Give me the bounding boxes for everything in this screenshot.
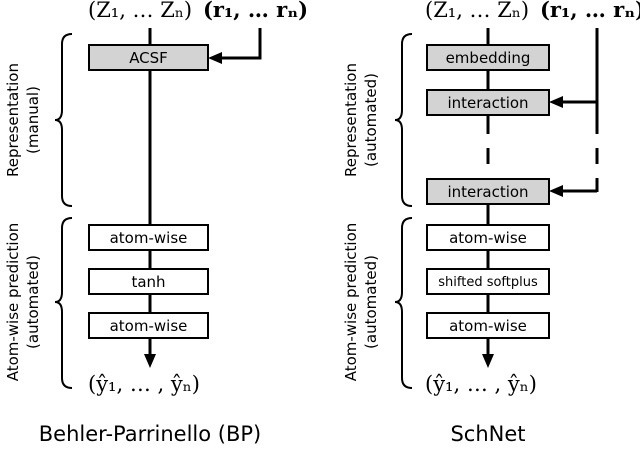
- bp-representation-brace: [54, 33, 73, 207]
- bp-tanh-box: [88, 268, 209, 295]
- bp-output: (ŷ₁, … , ŷₙ): [88, 372, 200, 396]
- schnet-input-z: (Z₁, … Zₙ): [425, 0, 529, 22]
- bp-input-r: (r₁, … rₙ): [203, 0, 308, 22]
- schnet-prediction-mode: (automated): [362, 255, 380, 349]
- schnet-softplus-box: [426, 268, 550, 295]
- schnet-embedding-box: [426, 44, 550, 71]
- bp-output-arrowhead: [144, 354, 156, 368]
- schnet-output: (ŷ₁, … , ŷₙ): [425, 372, 537, 396]
- schnet-output-arrowhead: [482, 354, 494, 368]
- bp-atomwise-box-1: [88, 224, 209, 251]
- bp-atomwise-label-1: atom-wise: [110, 229, 188, 247]
- bp-representation-label: Representation: [4, 63, 22, 177]
- schnet-representation-label: Representation: [342, 63, 360, 177]
- bp-acsf-label: ACSF: [129, 49, 168, 67]
- schnet-atomwise-box-1: [426, 224, 550, 251]
- schnet-interaction-box-1: [426, 89, 550, 116]
- bp-acsf-box: [88, 44, 209, 71]
- bp-representation-mode: (manual): [24, 86, 42, 154]
- schnet-softplus-label: shifted softplus: [438, 275, 538, 290]
- schnet-r-arrowhead-2: [549, 185, 563, 197]
- schnet-representation-brace: [394, 33, 413, 207]
- schnet-representation-mode: (automated): [362, 73, 380, 167]
- bp-caption: Behler-Parrinello (BP): [39, 422, 261, 446]
- bp-prediction-brace: [54, 217, 73, 389]
- schnet-atomwise-label-2: atom-wise: [449, 317, 527, 335]
- schnet-atomwise-label-1: atom-wise: [449, 229, 527, 247]
- schnet-atomwise-box-2: [426, 312, 550, 339]
- schnet-interaction-label-1: interaction: [447, 94, 528, 112]
- bp-r-arrowhead: [208, 52, 222, 64]
- schnet-prediction-label: Atom-wise prediction: [342, 223, 360, 382]
- schnet-embedding-label: embedding: [446, 49, 531, 67]
- schnet-prediction-brace: [394, 217, 413, 389]
- bp-prediction-mode: (automated): [24, 255, 42, 349]
- bp-tanh-label: tanh: [131, 273, 165, 291]
- schnet-input-r: (r₁, … rₙ): [540, 0, 640, 22]
- bp-diagram: (Z₁, … Zₙ) (r₁, … rₙ) ACSF atom-wise tan…: [4, 0, 308, 446]
- schnet-diagram: (Z₁, … Zₙ) (r₁, … rₙ) embedding interact…: [342, 0, 640, 446]
- bp-atomwise-label-2: atom-wise: [110, 317, 188, 335]
- schnet-interaction-box-2: [426, 178, 550, 205]
- schnet-interaction-label-2: interaction: [447, 183, 528, 201]
- bp-r-input-line: [219, 28, 262, 60]
- bp-input-z: (Z₁, … Zₙ): [88, 0, 192, 22]
- bp-prediction-label: Atom-wise prediction: [4, 223, 22, 382]
- schnet-caption: SchNet: [450, 422, 525, 446]
- schnet-r-arrowhead-1: [549, 96, 563, 108]
- bp-atomwise-box-2: [88, 312, 209, 339]
